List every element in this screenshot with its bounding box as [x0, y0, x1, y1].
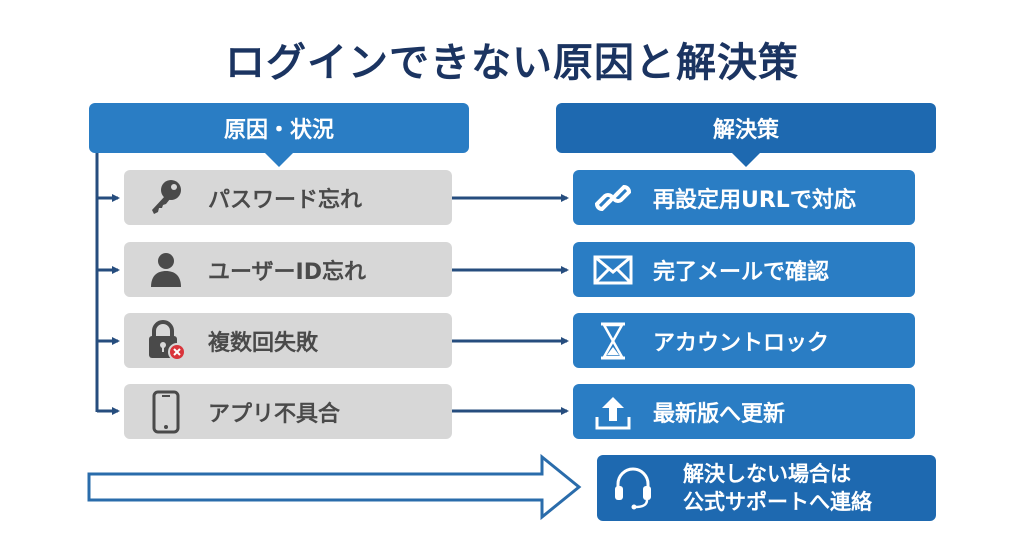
solutions-header-label: 解決策 [712, 118, 779, 143]
cause-label: ユーザーID忘れ [208, 259, 367, 285]
solution-reset-url: 再設定用URLで対応 [573, 170, 915, 225]
support-contact-box: 解決しない場合は 公式サポートへ連絡 [597, 455, 936, 521]
big-outline-arrow [87, 453, 582, 521]
hourglass-icon [593, 321, 633, 361]
causes-header: 原因・状況 [89, 103, 469, 167]
support-line-2: 公式サポートへ連絡 [683, 490, 872, 514]
solution-label: 最新版へ更新 [653, 401, 786, 427]
envelope-icon [593, 250, 633, 290]
lock-error-icon [146, 319, 186, 361]
user-icon [146, 250, 186, 290]
cause-userid: ユーザーID忘れ [124, 242, 452, 297]
solutions-header: 解決策 [556, 103, 936, 167]
solution-label: アカウントロック [653, 330, 830, 356]
smartphone-icon [146, 390, 186, 433]
solution-label: 完了メールで確認 [653, 259, 830, 285]
upload-icon [593, 392, 633, 432]
link-icon [593, 178, 633, 218]
solution-account-lock: アカウントロック [573, 313, 915, 368]
cause-app-bug: アプリ不具合 [124, 384, 452, 439]
page-title: ログインできない原因と解決策 [225, 40, 799, 86]
cause-label: パスワード忘れ [208, 187, 363, 213]
headset-icon [613, 467, 653, 510]
cause-password: パスワード忘れ [124, 170, 452, 225]
causes-header-pointer [265, 153, 293, 167]
solution-confirm-mail: 完了メールで確認 [573, 242, 915, 297]
cause-label: 複数回失敗 [208, 330, 319, 356]
support-line-1: 解決しない場合は [683, 462, 851, 486]
cause-multiple-failures: 複数回失敗 [124, 313, 452, 368]
solution-label: 再設定用URLで対応 [653, 187, 856, 213]
key-icon [146, 178, 186, 218]
solution-update-app: 最新版へ更新 [573, 384, 915, 439]
solutions-header-pointer [732, 153, 760, 167]
causes-header-label: 原因・状況 [223, 118, 334, 143]
cause-label: アプリ不具合 [208, 401, 341, 427]
